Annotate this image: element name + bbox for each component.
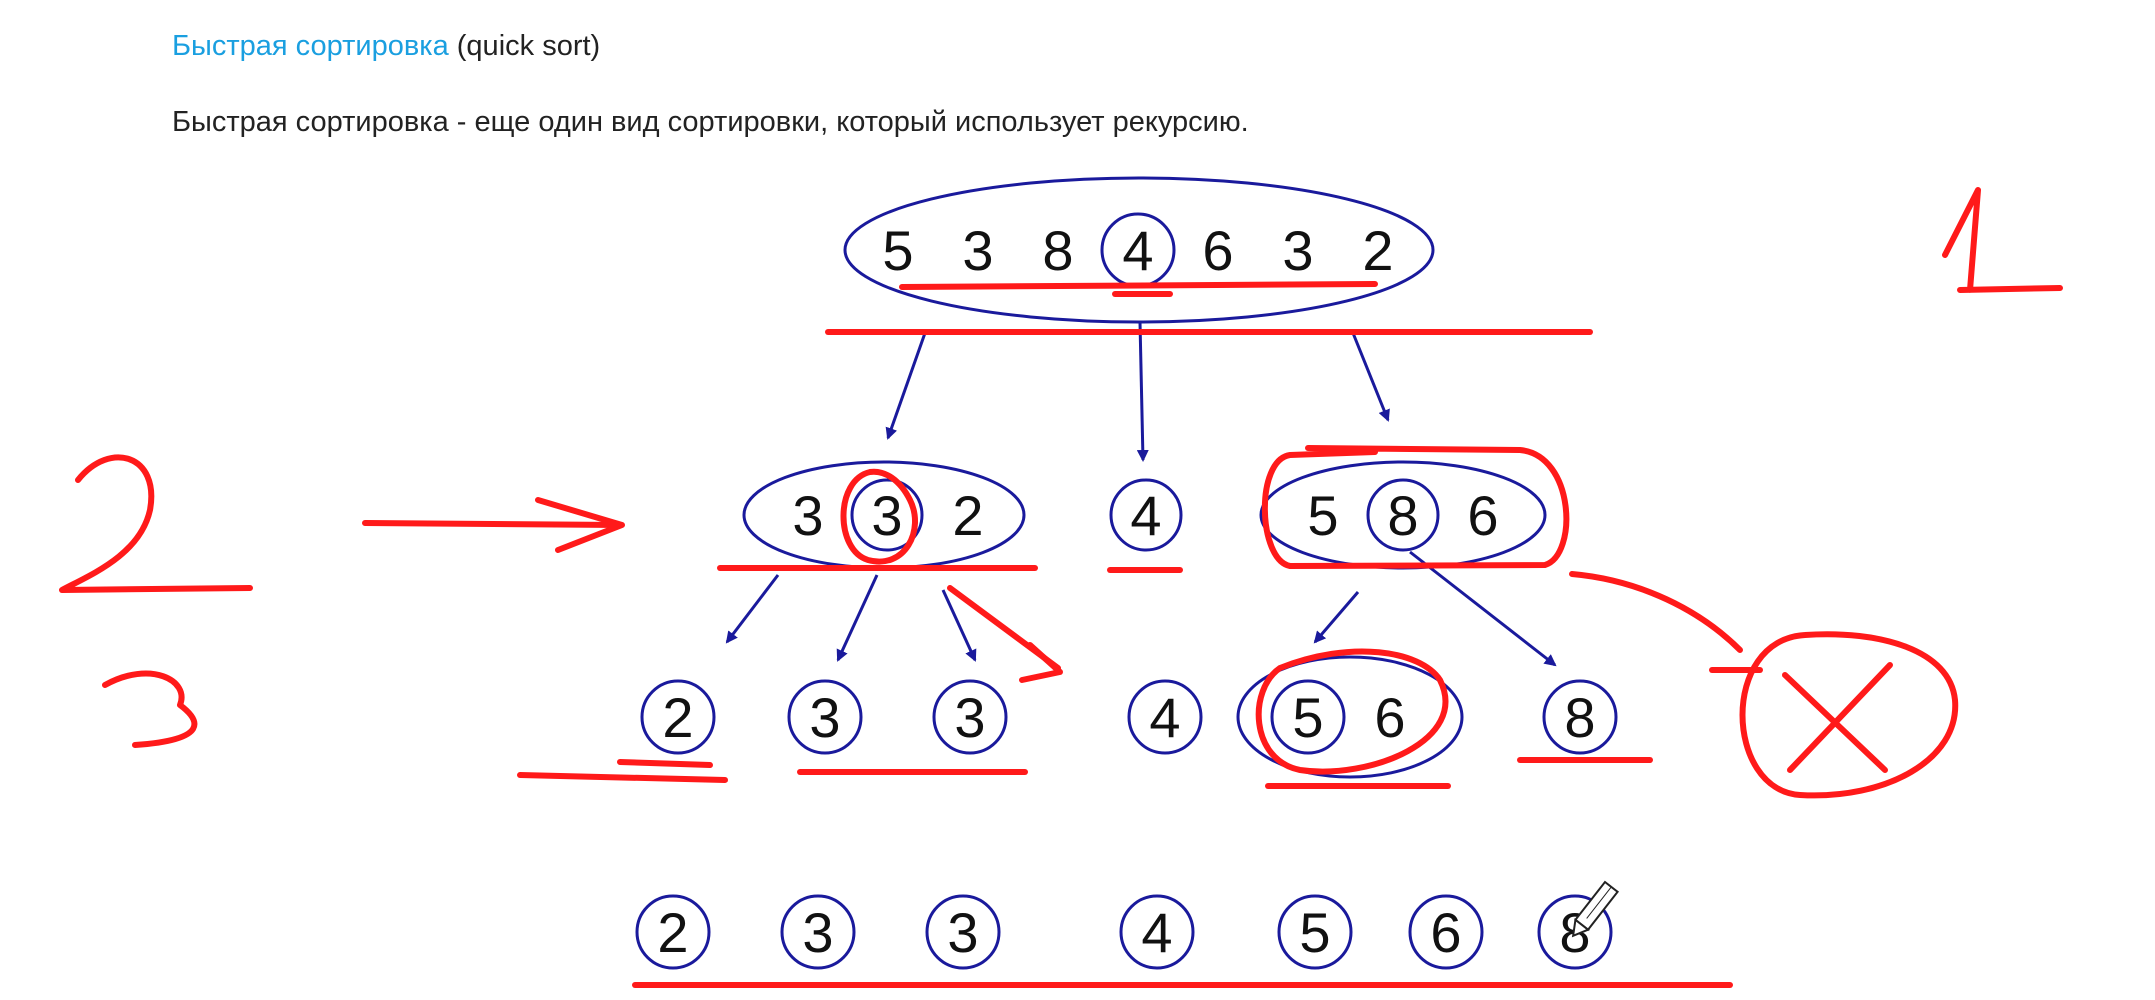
left-subarray-item: 2 (952, 484, 983, 547)
top-array-item: 3 (1282, 219, 1313, 282)
level2-pair-ellipse (1236, 655, 1464, 779)
result-circle (780, 894, 856, 970)
result-item: 5 (1299, 901, 1330, 964)
top-pivot-item: 4 (1122, 219, 1153, 282)
top-array-item: 6 (1202, 219, 1233, 282)
level2-circle (1127, 679, 1203, 755)
top-array-item: 2 (1362, 219, 1393, 282)
left-subarray-item: 3 (792, 484, 823, 547)
arrow (836, 574, 879, 662)
right-pivot-item: 8 (1387, 484, 1418, 547)
result-circle (925, 894, 1001, 970)
result-item: 2 (657, 901, 688, 964)
level2-circle (640, 679, 716, 755)
level2-item: 3 (809, 686, 840, 749)
result-circle (1537, 894, 1613, 970)
result-circle (635, 894, 711, 970)
arrow (1136, 321, 1149, 462)
top-array-item: 5 (882, 219, 913, 282)
middle-pivot-item: 4 (1130, 484, 1161, 547)
top-array-item: 3 (962, 219, 993, 282)
result-item: 3 (947, 901, 978, 964)
left-pivot-item: 3 (871, 484, 902, 547)
result-circle (1119, 894, 1195, 970)
level2-circle (932, 679, 1008, 755)
right-subarray-item: 6 (1467, 484, 1498, 547)
result-circle (1408, 894, 1484, 970)
result-circle (1277, 894, 1353, 970)
red-annotations (59, 187, 2063, 988)
arrow (885, 332, 927, 440)
intro-paragraph: Быстрая сортировка - еще один вид сортир… (172, 106, 1249, 138)
level2-circle (787, 679, 863, 755)
right-subarray-item: 5 (1307, 484, 1338, 547)
arrow (941, 589, 977, 662)
heading-suffix: (quick sort) (448, 30, 601, 62)
top-array-item: 8 (1042, 219, 1073, 282)
level2-item: 4 (1149, 686, 1180, 749)
level2-item: 2 (662, 686, 693, 749)
arrow (1313, 591, 1360, 644)
middle-pivot-circle (1109, 478, 1183, 552)
result-item: 3 (802, 901, 833, 964)
level2-circle (1270, 679, 1346, 755)
arrow (1351, 332, 1390, 422)
arrow (725, 574, 780, 644)
right-pivot-circle (1366, 478, 1440, 552)
quicksort-link[interactable]: Быстрая сортировка (172, 30, 449, 62)
level2-circle (1542, 679, 1618, 755)
level2-item: 6 (1374, 686, 1405, 749)
left-pivot-circle (850, 478, 924, 552)
pencil-icon (1571, 880, 1620, 938)
top-array-ellipse (843, 176, 1435, 324)
level2-item: 3 (954, 686, 985, 749)
arrow (1409, 550, 1557, 667)
result-item: 4 (1141, 901, 1172, 964)
page-heading: Быстрая сортировка (quick sort) (172, 26, 600, 66)
result-item: 6 (1430, 901, 1461, 964)
level2-item: 8 (1564, 686, 1595, 749)
level2-item: 5 (1292, 686, 1323, 749)
